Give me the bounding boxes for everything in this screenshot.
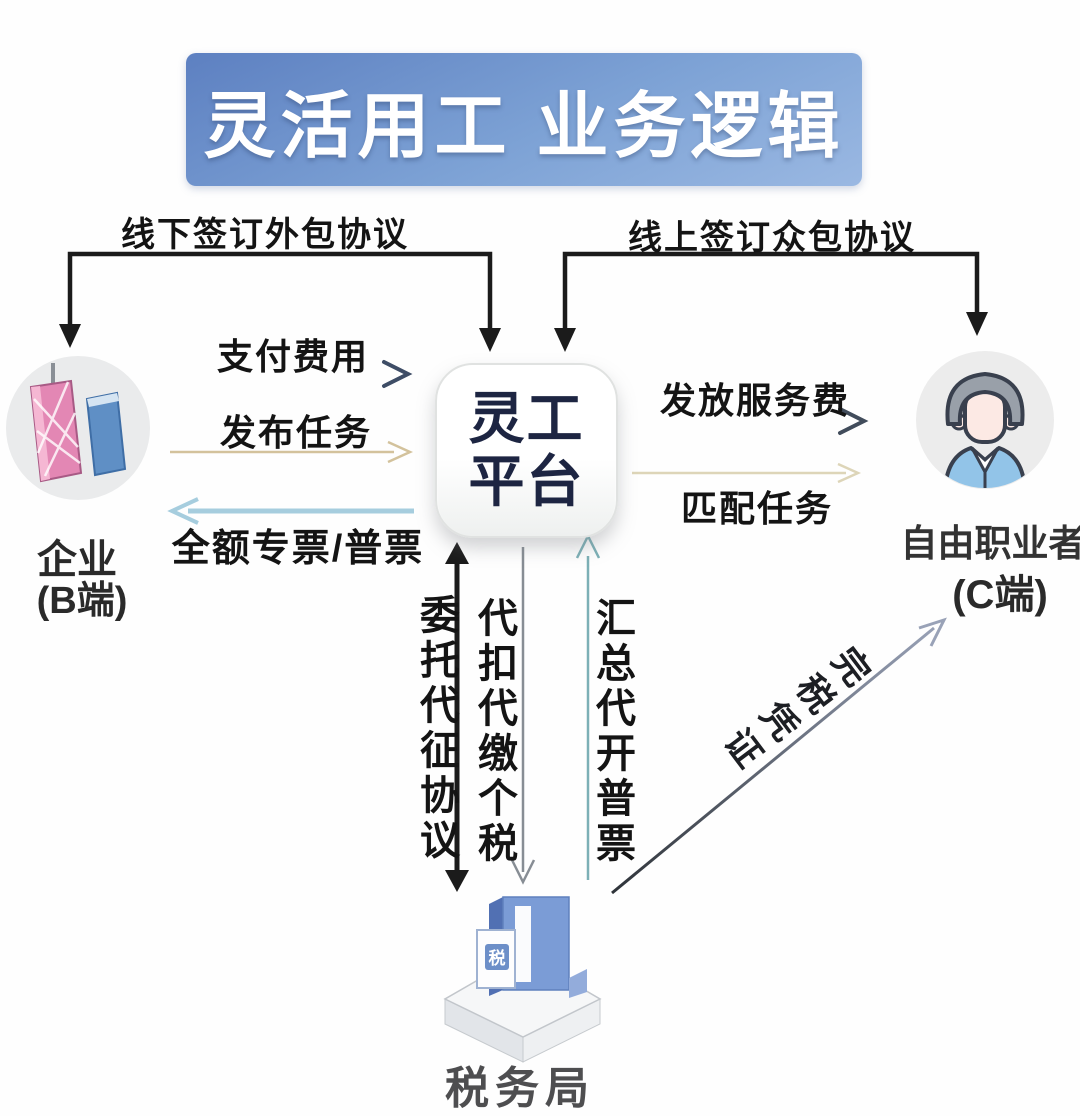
node-freelancer — [915, 350, 1055, 490]
tax-certificate-arrow — [612, 620, 944, 893]
edge-label-pay-fee: 支付费用 — [217, 328, 369, 380]
platform-label-line1: 灵工 — [469, 388, 585, 451]
edge-label-entrusted-collection: 委托代征协议 — [407, 594, 465, 864]
edge-label-offline-outsourcing: 线下签订外包协议 — [121, 207, 409, 256]
edge-label-match-task: 匹配任务 — [681, 480, 833, 532]
platform-label-line2: 平台 — [469, 451, 585, 514]
edge-label-withhold-tax: 代扣代缴个税 — [465, 597, 523, 867]
arrowhead-down-icon — [554, 328, 576, 352]
arrowhead-right-icon — [384, 362, 408, 386]
arrowhead-up-icon — [445, 542, 469, 564]
arrowhead-down-icon — [59, 324, 81, 348]
node-tax-bureau: 税 — [435, 878, 635, 1073]
arrowhead-right-icon — [388, 442, 410, 462]
tax-bureau-name: 税务局 — [445, 1052, 595, 1116]
freelancer-tag: (C端) — [952, 562, 1048, 620]
edge-label-full-invoice: 全额专票/普票 — [172, 517, 425, 572]
enterprise-tag: (B端) — [37, 569, 128, 624]
arrowhead-upright-icon — [919, 620, 944, 646]
title-banner: 灵活用工 业务逻辑 — [186, 53, 862, 186]
node-enterprise — [5, 355, 151, 501]
freelancer-name: 自由职业者 — [901, 513, 1080, 567]
node-platform: 灵工 平台 — [435, 363, 618, 538]
edge-label-pay-service-fee: 发放服务费 — [660, 372, 850, 424]
page-title: 灵活用工 业务逻辑 — [203, 67, 844, 172]
tax-icon-badge: 税 — [489, 948, 506, 968]
online-crowdsourcing-arrow — [554, 254, 988, 352]
enterprise-buildings-icon — [5, 355, 151, 501]
tax-bureau-building-icon: 税 — [435, 878, 635, 1073]
edge-label-publish-task: 发布任务 — [220, 404, 372, 456]
arrowhead-up-icon — [577, 536, 599, 558]
edge-label-consolidated-invoice: 汇总代开普票 — [583, 597, 641, 867]
arrowhead-down-icon — [479, 328, 501, 352]
edge-label-tax-certificate: 完税凭证 — [705, 632, 880, 782]
arrowhead-right-icon — [838, 464, 858, 482]
arrowhead-down-icon — [966, 312, 988, 336]
edge-label-online-crowdsourcing: 线上签订众包协议 — [628, 210, 916, 259]
freelancer-avatar-icon — [915, 350, 1055, 490]
